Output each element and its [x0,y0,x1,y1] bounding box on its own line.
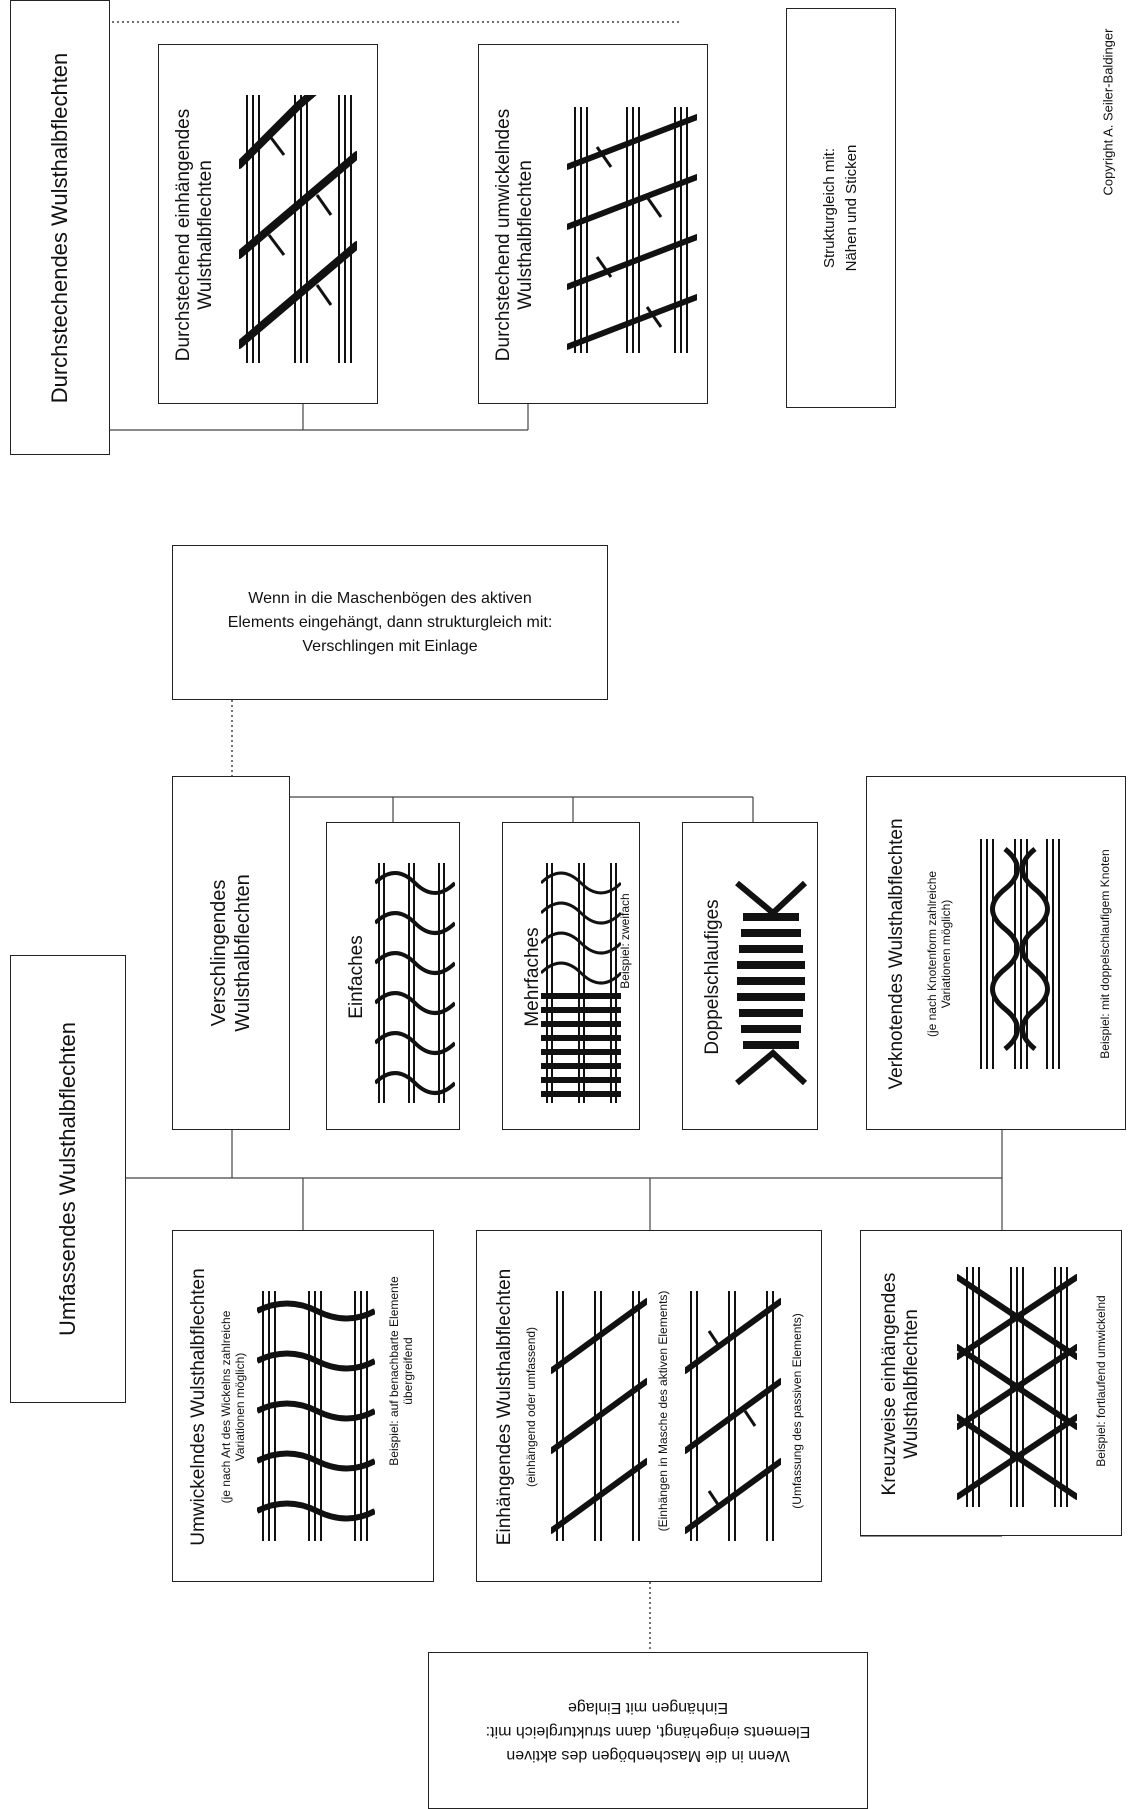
einfaches-label: Einfaches [346,935,367,1019]
note-top-box: Wenn in die Maschenbögen des aktiven Ele… [172,545,608,700]
verknotend-note-line1: (je nach Knotenform zahlreiche [925,870,939,1038]
copyright-text: Copyright A. Seiler-Baldinger [1100,28,1116,196]
verknotend-box: Verknotendes Wulsthalbflechten (je nach … [866,776,1126,1130]
kreuzweise-line2: Wulsthalbflechten [901,1309,922,1459]
einhaengend-sub: (einhängend oder umfassend) [524,1326,538,1488]
einhaengend-caption2: (Umfassung des passiven Elements) [790,1313,804,1509]
durchstechend-einhaengend-label: Durchstechend einhängendes Wulsthalbflec… [173,109,217,361]
durchstechend-umwickelnd-line1: Durchstechend umwickelndes [493,108,514,362]
durchstechend-related-box: Strukturgleich mit: Nähen und Sticken [786,8,896,408]
durchstechend-related-text: Strukturgleich mit: Nähen und Sticken [819,145,863,272]
umfassend-title-box: Umfassendes Wulsthalbflechten [10,955,126,1403]
note-top-text: Wenn in die Maschenbögen des aktiven Ele… [228,587,553,659]
doppelschlaufiges-label: Doppelschlaufiges [702,899,723,1055]
verknotend-note-line2: Variationen möglich) [939,899,953,1009]
pattern-einhaengend-1 [551,1291,647,1541]
durchstechend-einhaengend-box: Durchstechend einhängendes Wulsthalbflec… [158,44,378,404]
verschlingend-line2: Wulsthalbflechten [232,874,254,1032]
durchstechend-related-line2: Nähen und Sticken [843,144,860,272]
durchstechend-umwickelnd-line2: Wulsthalbflechten [515,160,536,310]
umwickelnd-example: Beispiel: auf benachbarte Elemente überg… [387,1276,415,1465]
pattern-einfaches [375,863,455,1103]
kreuzweise-example: Beispiel: fortlaufend umwickelnd [1094,1295,1108,1467]
einhaengend-box: Einhängendes Wulsthalbflechten (einhänge… [476,1230,822,1582]
pattern-mehrfaches [541,863,621,1103]
durchstechend-title-box: Durchstechendes Wulsthalbflechten [10,0,110,455]
pattern-kreuzweise [957,1267,1077,1507]
kreuzweise-box: Kreuzweise einhängendes Wulsthalbflechte… [860,1230,1122,1536]
note-top-line2: Elements eingehängt, dann strukturgleich… [227,613,553,631]
umfassend-title: Umfassendes Wulsthalbflechten [55,1022,80,1336]
note-top-line3: Verschlingen mit Einlage [302,637,478,655]
note-bottom-line1: Wenn in die Maschenbögen des aktiven [506,1746,790,1764]
verknotend-example: Beispiel: mit doppelschlaufigem Knoten [1098,849,1112,1059]
note-bottom-box: Wenn in die Maschenbögen des aktiven Ele… [428,1652,868,1809]
umwickelnd-note-line2: Variationen möglich) [233,1352,247,1462]
verknotend-note: (je nach Knotenform zahlreiche Variation… [925,871,953,1037]
note-bottom-line2: Elements eingehängt, dann strukturgleich… [485,1722,811,1740]
pattern-einhaengend-2 [685,1291,781,1541]
umwickelnd-note-line1: (je nach Art des Wickelns zahlreiche [219,1310,233,1504]
pattern-umwickelnd [257,1291,375,1541]
durchstechend-einhaengend-line2: Wulsthalbflechten [195,160,216,310]
umwickelnd-example-line1: Beispiel: auf benachbarte Elemente [387,1276,401,1466]
note-bottom-line3: Einhängen mit Einlage [567,1698,729,1716]
einhaengend-caption1: (Einhängen in Masche des aktiven Element… [656,1290,670,1532]
umwickelnd-note: (je nach Art des Wickelns zahlreiche Var… [219,1311,247,1504]
umwickelnd-example-line2: übergreifend [401,1337,415,1405]
mehrfaches-box: Mehrfaches Beispiel: zweifach [502,822,640,1130]
pattern-durchstechend-umwickelnd [567,107,697,353]
pattern-durchstechend-einhaengend [239,95,357,363]
durchstechend-title: Durchstechendes Wulsthalbflechten [47,52,72,403]
doppelschlaufiges-box: Doppelschlaufiges [682,822,818,1130]
umwickelnd-box: Umwickelndes Wulsthalbflechten (je nach … [172,1230,434,1582]
verschlingend-box: Verschlingendes Wulsthalbflechten [172,776,290,1130]
durchstechend-einhaengend-line1: Durchstechend einhängendes [173,108,194,362]
durchstechend-umwickelnd-box: Durchstechend umwickelndes Wulsthalbflec… [478,44,708,404]
einhaengend-title: Einhängendes Wulsthalbflechten [494,1268,515,1546]
umwickelnd-title: Umwickelndes Wulsthalbflechten [188,1268,209,1546]
kreuzweise-label: Kreuzweise einhängendes Wulsthalbflechte… [879,1273,923,1496]
durchstechend-umwickelnd-label: Durchstechend umwickelndes Wulsthalbflec… [493,109,537,361]
pattern-doppelschlaufiges [735,880,808,1086]
einfaches-box: Einfaches [326,822,460,1130]
pattern-verknotend [980,839,1060,1069]
verknotend-title: Verknotendes Wulsthalbflechten [886,818,907,1090]
verschlingend-line1: Verschlingendes [208,879,230,1027]
verschlingend-label: Verschlingendes Wulsthalbflechten [207,874,255,1032]
note-bottom-text: Wenn in die Maschenbögen des aktiven Ele… [486,1695,811,1767]
durchstechend-related-line1: Strukturgleich mit: [821,147,838,269]
kreuzweise-line1: Kreuzweise einhängendes [879,1272,900,1496]
note-top-line1: Wenn in die Maschenbögen des aktiven [248,589,532,607]
